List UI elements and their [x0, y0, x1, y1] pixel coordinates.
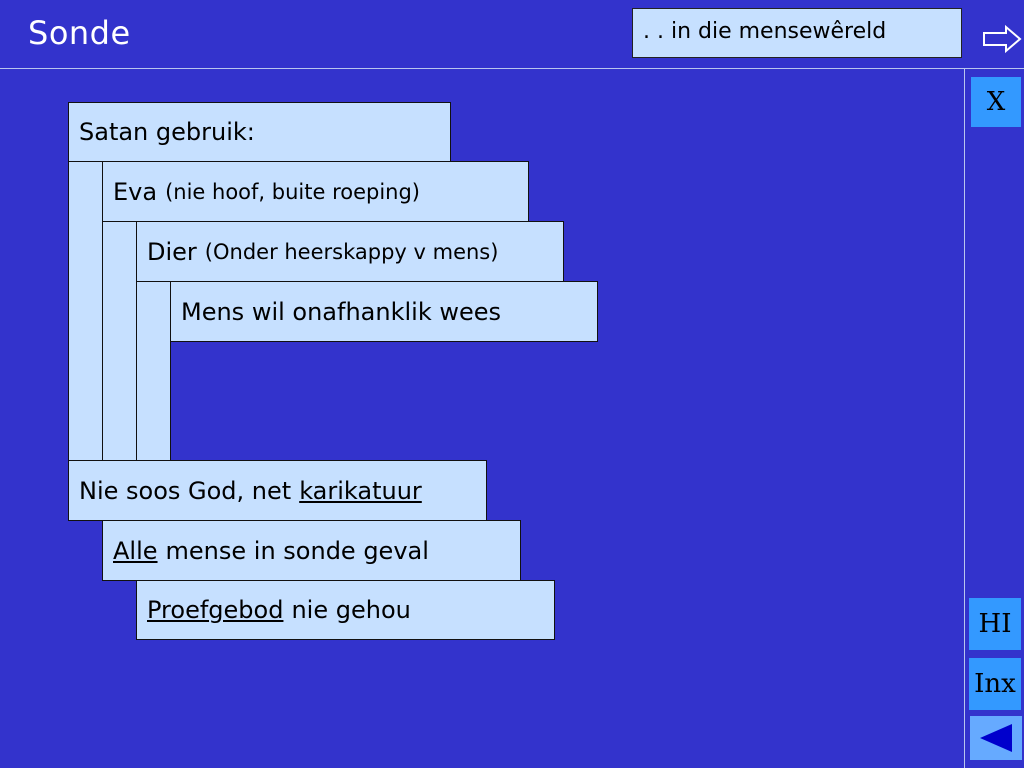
result2-text: mense in sonde geval	[165, 536, 429, 565]
proefgebod-box: Proefgebod nie gehou	[136, 580, 555, 640]
dier-note: (Onder heerskappy v mens)	[204, 239, 499, 264]
mens-label: Mens wil onafhanklik wees	[181, 297, 502, 326]
eva-note: (nie hoof, buite roeping)	[165, 179, 421, 204]
satan-label: Satan gebruik:	[79, 118, 255, 146]
hi-button[interactable]: HI	[969, 598, 1021, 650]
connector-column-3	[136, 280, 171, 462]
result3-text: nie gehou	[291, 596, 411, 624]
back-button[interactable]	[970, 716, 1022, 760]
sidebar-divider	[964, 68, 965, 768]
index-button[interactable]: Inx	[969, 658, 1021, 710]
close-button[interactable]: X	[971, 77, 1021, 127]
alle-box: Alle mense in sonde geval	[102, 520, 521, 581]
eva-box: Eva (nie hoof, buite roeping)	[102, 161, 529, 222]
mens-box: Mens wil onafhanklik wees	[170, 281, 598, 342]
triangle-left-icon	[980, 724, 1012, 752]
proefgebod-link[interactable]: Proefgebod	[147, 596, 284, 624]
result1-text: Nie soos God, net	[79, 476, 292, 505]
karikatuur-link[interactable]: karikatuur	[299, 476, 422, 505]
connector-column-1	[68, 160, 103, 462]
dier-label: Dier	[147, 237, 197, 266]
slide-title: Sonde	[28, 14, 131, 52]
eva-label: Eva	[113, 177, 158, 206]
breadcrumb-box[interactable]: . . in die mensewêreld	[632, 8, 962, 58]
satan-box: Satan gebruik:	[68, 102, 451, 162]
dier-box: Dier (Onder heerskappy v mens)	[136, 221, 564, 282]
header-divider	[0, 68, 1024, 69]
alle-link[interactable]: Alle	[113, 536, 158, 565]
karikatuur-box: Nie soos God, net karikatuur	[68, 460, 487, 521]
connector-column-2	[102, 220, 137, 462]
arrow-right-icon[interactable]	[982, 24, 1022, 54]
